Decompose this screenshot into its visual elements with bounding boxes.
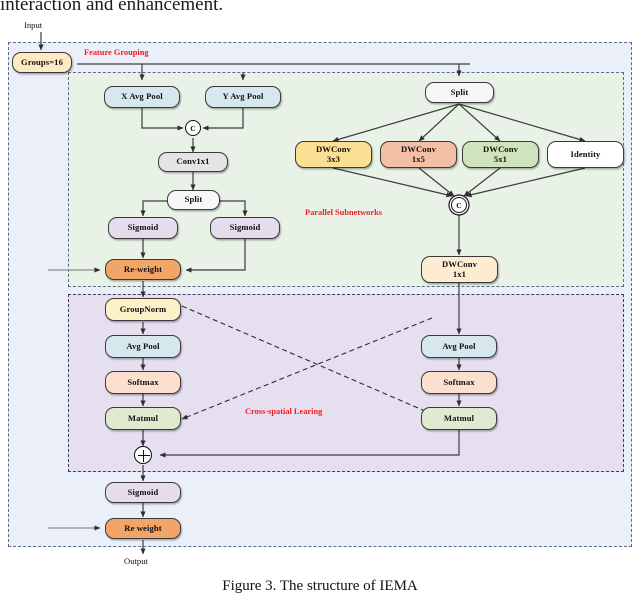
node-avg-pool-right[interactable]: Avg Pool — [421, 335, 497, 358]
node-dwconv-3x3[interactable]: DWConv 3x3 — [295, 141, 372, 168]
node-split-left[interactable]: Split — [167, 190, 220, 210]
concat-operator-right: C — [451, 197, 467, 213]
feature-grouping-label: Feature Grouping — [84, 48, 149, 57]
node-dwconv-1x5[interactable]: DWConv 1x5 — [380, 141, 457, 168]
parallel-subnetworks-label: Parallel Subnetworks — [305, 208, 383, 217]
add-operator-vertical — [143, 450, 145, 462]
node-groups[interactable]: Groups=16 — [12, 52, 72, 73]
node-sigmoid-right[interactable]: Sigmoid — [210, 217, 280, 239]
node-dwconv-3x3-line1: DWConv — [316, 144, 351, 155]
node-softmax-right[interactable]: Softmax — [421, 371, 497, 394]
node-dwconv-1x5-line1: DWConv — [401, 144, 436, 155]
concat-operator-top: C — [185, 120, 201, 136]
node-dwconv-1x5-line2: 1x5 — [411, 153, 426, 164]
node-identity[interactable]: Identity — [547, 141, 624, 168]
figure-caption: Figure 3. The structure of IEMA — [222, 578, 418, 594]
node-conv1x1[interactable]: Conv1x1 — [158, 152, 228, 172]
node-dwconv-1x1-line2: 1x1 — [452, 268, 467, 279]
node-matmul-right[interactable]: Matmul — [421, 407, 497, 430]
node-sigmoid-bottom[interactable]: Sigmoid — [105, 482, 181, 503]
page-body-text: interaction and enhancement. — [0, 0, 224, 15]
node-reweight-top[interactable]: Re-weight — [105, 259, 181, 280]
node-dwconv-3x3-line2: 3x3 — [326, 153, 341, 164]
node-dwconv-5x1-line1: DWConv — [483, 144, 518, 155]
node-dwconv-5x1-line2: 5x1 — [493, 153, 508, 164]
node-avg-pool-left[interactable]: Avg Pool — [105, 335, 181, 358]
add-operator — [134, 446, 152, 464]
node-dwconv-1x1-line1: DWConv — [442, 259, 477, 270]
node-groupnorm[interactable]: GroupNorm — [105, 298, 181, 321]
node-dwconv-1x1[interactable]: DWConv 1x1 — [421, 256, 498, 283]
input-label: Input — [24, 20, 43, 30]
node-softmax-left[interactable]: Softmax — [105, 371, 181, 394]
node-dwconv-5x1[interactable]: DWConv 5x1 — [462, 141, 539, 168]
node-x-avg-pool[interactable]: X Avg Pool — [104, 86, 180, 108]
node-split-right[interactable]: Split — [425, 82, 494, 103]
output-label: Output — [124, 556, 148, 566]
node-y-avg-pool[interactable]: Y Avg Pool — [205, 86, 281, 108]
cross-spatial-learning-label: Cross-spatial Learing — [245, 407, 323, 416]
node-matmul-left[interactable]: Matmul — [105, 407, 181, 430]
node-sigmoid-left[interactable]: Sigmoid — [108, 217, 178, 239]
node-reweight-bottom[interactable]: Re weight — [105, 518, 181, 539]
